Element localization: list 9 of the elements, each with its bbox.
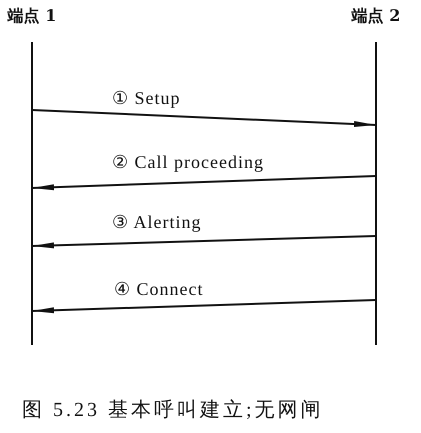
- participant-label: 端点 2: [352, 6, 400, 26]
- message-arrow: [32, 175, 376, 190]
- message-arrow: [32, 109, 376, 128]
- participant-label: 端点 1: [8, 6, 56, 26]
- figure-caption: 图 5.23 基本呼叫建立;无网闸: [22, 398, 324, 422]
- message-label: ② Call proceeding: [110, 152, 266, 172]
- message-arrow: [32, 235, 376, 248]
- message-arrow: [32, 299, 376, 314]
- message-label: ③ Alerting: [110, 212, 204, 232]
